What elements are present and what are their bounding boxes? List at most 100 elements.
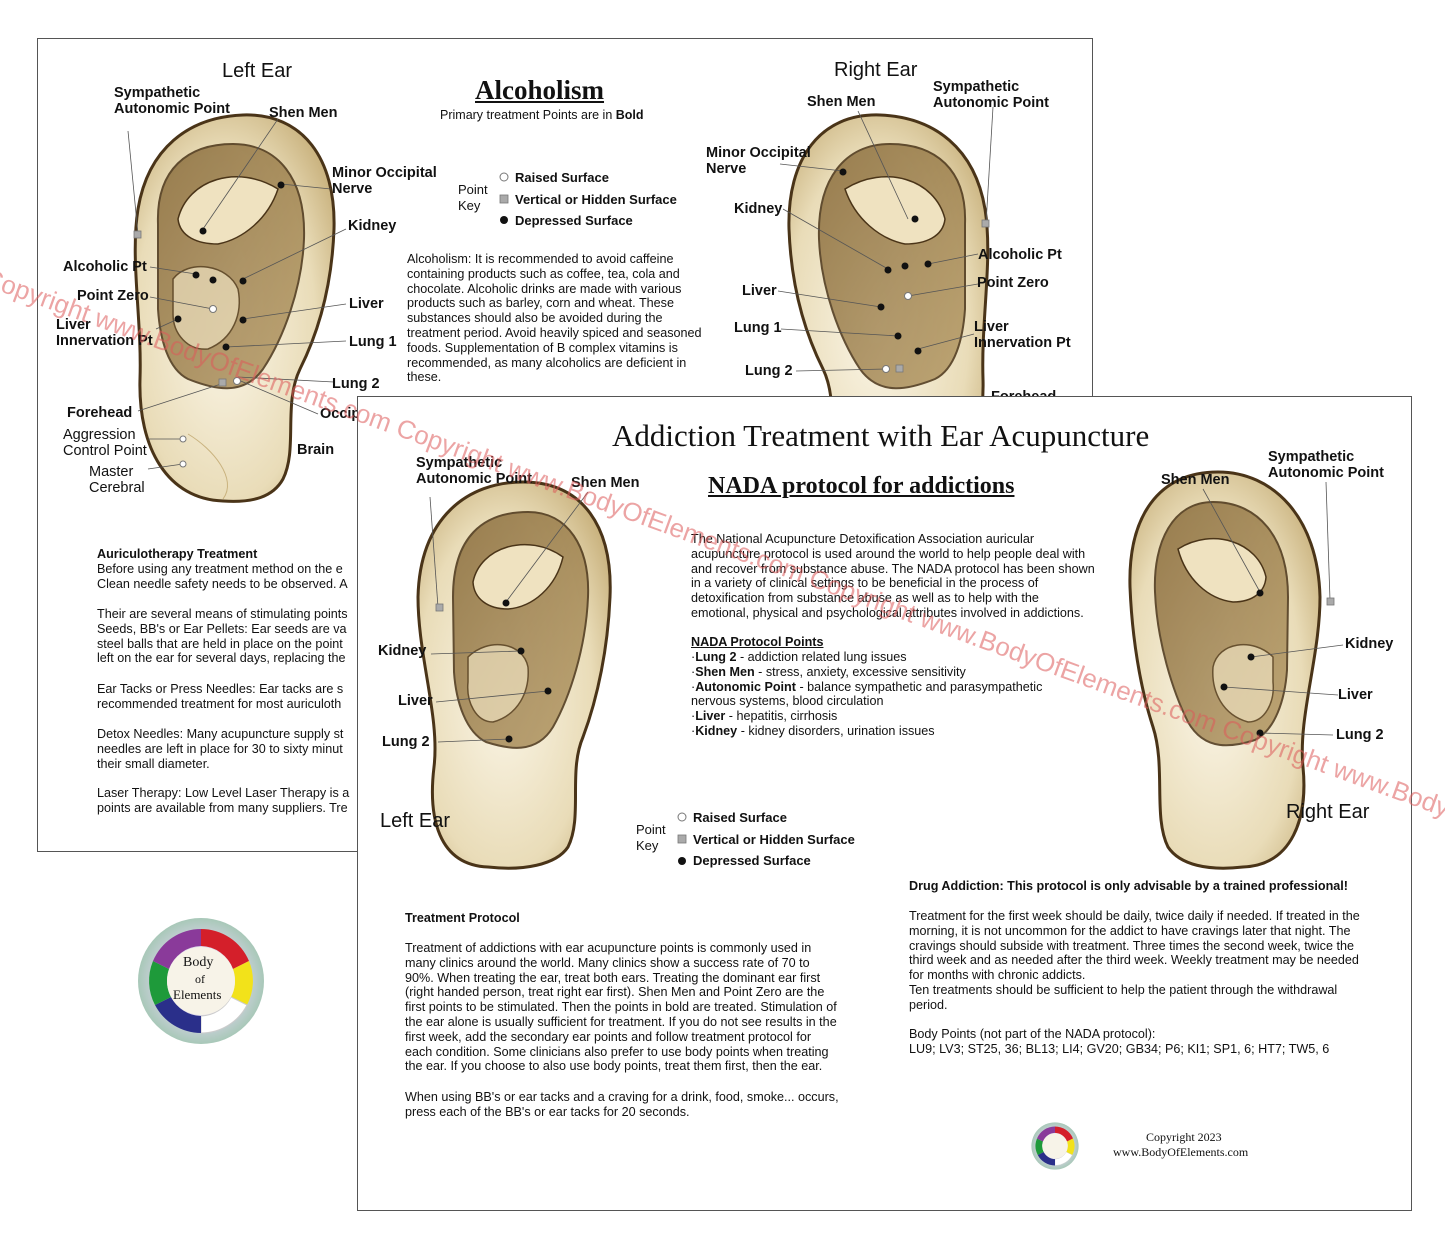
- nada-point-name: Shen Men: [695, 664, 755, 679]
- back-left-label-sympathetic: Sympathetic Autonomic Point: [114, 85, 230, 117]
- logo-line-3: Elements: [173, 987, 222, 1002]
- body-points-list: LU9; LV3; ST25, 36; BL13; LI4; GV20; GB3…: [909, 1042, 1330, 1056]
- website-text: www.BodyOfElements.com: [1113, 1145, 1249, 1159]
- front-right-label-shen-men: Shen Men: [1161, 472, 1230, 488]
- back-right-label-lung1: Lung 1: [734, 320, 782, 336]
- nada-point-name: Kidney: [695, 723, 738, 738]
- alcoholism-title: Alcoholism: [475, 75, 605, 105]
- front-point-key-markers: [677, 812, 687, 865]
- back-right-label-shen-men: Shen Men: [807, 94, 876, 110]
- back-point-key-markers: [499, 172, 509, 224]
- body-points-heading: Body Points (not part of the NADA protoc…: [909, 1027, 1156, 1041]
- nada-point-shen-men: ·Shen Men - stress, anxiety, excessive s…: [691, 664, 966, 679]
- back-right-label-sympathetic: Sympathetic Autonomic Point: [933, 79, 1049, 111]
- nada-points-heading: NADA Protocol Points: [691, 635, 824, 649]
- back-left-label-brain: Brain: [297, 442, 335, 458]
- back-left-label-shen-men: Shen Men: [269, 105, 338, 121]
- back-key-vertical: Vertical or Hidden Surface: [515, 192, 677, 207]
- front-right-ear-title: Right Ear: [1286, 801, 1370, 823]
- nada-point-desc: - kidney disorders, urination issues: [737, 723, 935, 738]
- front-key-depressed: Depressed Surface: [693, 853, 811, 868]
- nada-point-lung2: ·Lung 2 - addiction related lung issues: [691, 650, 907, 664]
- front-key-vertical: Vertical or Hidden Surface: [693, 832, 855, 847]
- back-left-label-alcoholic-pt: Alcoholic Pt: [63, 259, 147, 275]
- nada-point-autonomic: ·Autonomic Point - balance sympathetic a…: [691, 679, 1043, 709]
- back-right-ear-title: Right Ear: [834, 59, 918, 81]
- auriculo-paragraph-2: Their are several means of stimulating p…: [97, 607, 348, 666]
- back-right-label-minor-occipital: Minor Occipital Nerve: [706, 145, 811, 177]
- back-left-label-lung2: Lung 2: [332, 376, 380, 392]
- auriculo-paragraph-5: Laser Therapy: Low Level Laser Therapy i…: [97, 786, 350, 815]
- back-right-label-kidney: Kidney: [734, 201, 783, 217]
- alcoholism-subtitle: Primary treatment Points are in Bold: [440, 108, 644, 122]
- nada-intro: The National Acupuncture Detoxification …: [691, 532, 1095, 620]
- front-left-label-shen-men: Shen Men: [571, 475, 640, 491]
- back-left-points: [133, 181, 285, 468]
- treatment-protocol-paragraph-1: Treatment of addictions with ear acupunc…: [405, 941, 837, 1074]
- nada-point-desc: - hepatitis, cirrhosis: [725, 709, 838, 724]
- front-left-label-sympathetic: Sympathetic Autonomic Point: [416, 455, 532, 487]
- nada-points-list: ·Lung 2 - addiction related lung issues …: [691, 650, 1042, 739]
- logo-line-1: Body: [183, 955, 214, 970]
- front-left-label-liver: Liver: [398, 693, 433, 709]
- back-point-key-label: Point Key: [458, 182, 488, 213]
- small-logo: [1031, 1122, 1079, 1170]
- front-right-label-lung2: Lung 2: [1336, 727, 1384, 743]
- back-left-label-kidney: Kidney: [348, 218, 397, 234]
- front-left-label-kidney: Kidney: [378, 643, 427, 659]
- nada-subtitle: NADA protocol for addictions: [708, 473, 1015, 499]
- auriculo-paragraph-3: Ear Tacks or Press Needles: Ear tacks ar…: [97, 682, 344, 711]
- back-right-points: [839, 168, 990, 373]
- treatment-protocol-paragraph-2: When using BB's or ear tacks and a cravi…: [405, 1090, 839, 1119]
- back-right-label-alcoholic-pt: Alcoholic Pt: [978, 247, 1062, 263]
- back-left-label-liver-innervation: Liver Innervation Pt: [56, 317, 153, 349]
- drug-addiction-paragraph: Treatment for the first week should be d…: [909, 909, 1360, 1012]
- copyright-text: Copyright 2023: [1146, 1130, 1222, 1144]
- back-right-label-point-zero: Point Zero: [977, 275, 1049, 291]
- front-point-key-label: Point Key: [636, 822, 666, 853]
- front-right-label-sympathetic: Sympathetic Autonomic Point: [1268, 449, 1384, 481]
- back-left-label-point-zero: Point Zero: [77, 288, 149, 304]
- body-of-elements-logo: Body of Elements: [137, 917, 265, 1045]
- back-key-depressed: Depressed Surface: [515, 213, 633, 228]
- back-left-label-liver: Liver: [349, 296, 384, 312]
- nada-point-name: Liver: [695, 709, 726, 724]
- back-left-label-master-cerebral: Master Cerebral: [89, 464, 145, 496]
- nada-point-desc: - addiction related lung issues: [736, 650, 907, 664]
- back-key-raised: Raised Surface: [515, 170, 609, 185]
- subtitle-bold: Bold: [615, 108, 644, 122]
- nada-point-desc: - balance sympathetic and parasympatheti…: [691, 679, 1043, 709]
- logo-ring-graphic: [138, 918, 264, 1044]
- back-left-label-aggression: Aggression Control Point: [63, 427, 147, 459]
- nada-point-desc: - stress, anxiety, excessive sensitivity: [754, 664, 966, 679]
- front-left-ear-title: Left Ear: [380, 810, 451, 832]
- back-left-label-forehead: Forehead: [67, 405, 133, 421]
- back-left-leader-lines: [127, 118, 347, 470]
- back-right-label-liver-innervation: Liver Innervation Pt: [974, 319, 1071, 351]
- treatment-protocol-heading: Treatment Protocol: [405, 911, 520, 925]
- back-right-label-lung2: Lung 2: [745, 363, 793, 379]
- subtitle-text: Primary treatment Points are in: [440, 108, 616, 122]
- front-left-label-lung2: Lung 2: [382, 734, 430, 750]
- drug-addiction-heading: Drug Addiction: This protocol is only ad…: [909, 879, 1348, 893]
- nada-point-name: Autonomic Point: [695, 679, 796, 694]
- auriculo-paragraph-1: Before using any treatment method on the…: [97, 562, 348, 591]
- logo-line-2: of: [195, 972, 205, 986]
- back-left-label-minor-occipital: Minor Occipital Nerve: [332, 165, 437, 197]
- nada-point-name: Lung 2: [695, 650, 737, 664]
- back-left-ear-title: Left Ear: [222, 60, 293, 82]
- front-key-raised: Raised Surface: [693, 810, 787, 825]
- back-left-label-occipital: Occip: [320, 406, 361, 422]
- auriculo-heading: Auriculotherapy Treatment: [97, 547, 258, 561]
- back-right-label-liver: Liver: [742, 283, 777, 299]
- front-right-label-liver: Liver: [1338, 687, 1373, 703]
- nada-point-liver: ·Liver - hepatitis, cirrhosis: [691, 709, 838, 724]
- front-ear-illustrations: [416, 470, 1344, 870]
- alcoholism-description: Alcoholism: It is recommended to avoid c…: [407, 252, 702, 385]
- addiction-chart-sheet: Addiction Treatment with Ear Acupuncture…: [357, 396, 1412, 1211]
- addiction-title: Addiction Treatment with Ear Acupuncture: [612, 418, 1150, 453]
- back-left-label-lung1: Lung 1: [349, 334, 397, 350]
- nada-point-kidney: ·Kidney - kidney disorders, urination is…: [691, 723, 935, 738]
- front-right-label-kidney: Kidney: [1345, 636, 1394, 652]
- auriculo-paragraph-4: Detox Needles: Many acupuncture supply s…: [97, 727, 344, 771]
